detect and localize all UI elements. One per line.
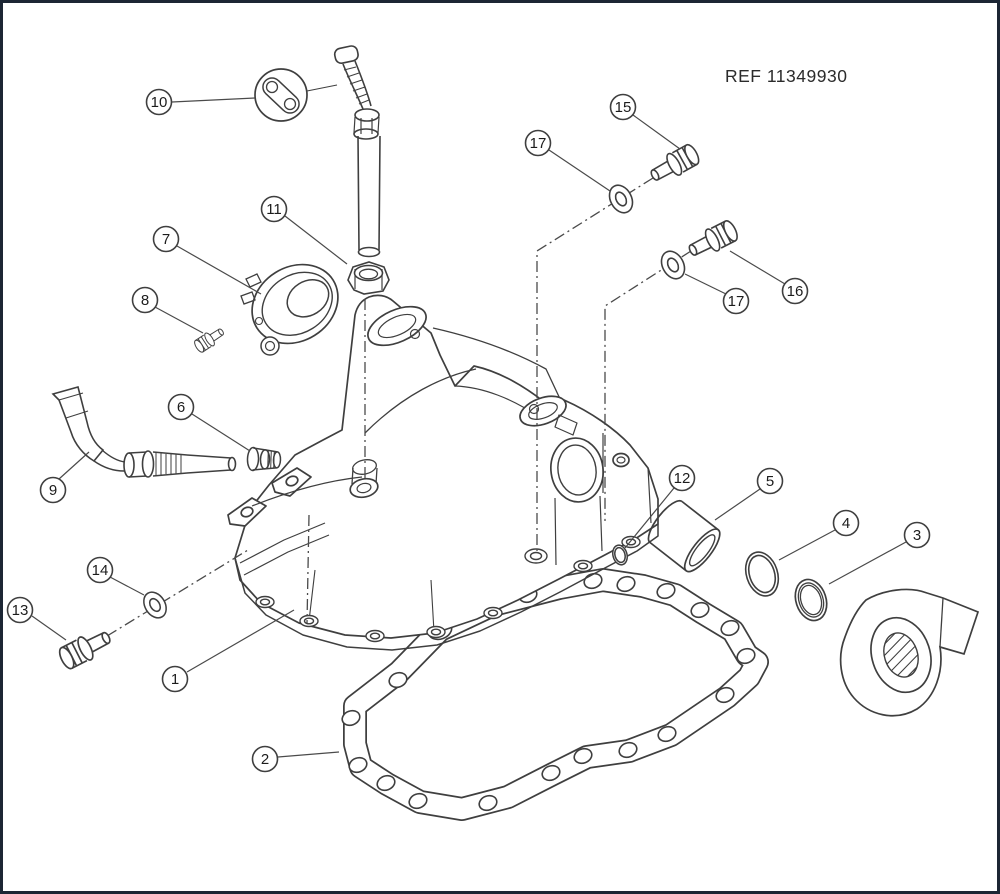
threaded-plug (246, 446, 282, 472)
bolt-15 (645, 140, 703, 188)
callout-circle[interactable] (722, 287, 750, 315)
dipstick-tube (333, 45, 381, 258)
flange-bolt-axis (306, 514, 310, 624)
callout-number: 11 (266, 201, 282, 218)
callout-number: 15 (615, 99, 632, 116)
callout-circle[interactable] (145, 88, 173, 116)
leader-line (171, 97, 256, 103)
callout-number: 4 (842, 515, 850, 532)
callout-number: 10 (151, 94, 168, 111)
leader-line (548, 149, 611, 192)
bolt13-axis (106, 549, 249, 637)
leader-line (684, 273, 727, 295)
callout-number: 14 (92, 562, 109, 579)
callout-13[interactable]: 13 (6, 596, 67, 641)
oil-pan-body (227, 294, 659, 651)
callout-7[interactable]: 7 (152, 225, 262, 295)
callout-circle[interactable] (609, 93, 637, 121)
callout-number: 1 (171, 671, 179, 688)
ref-number: REF 11349930 (725, 66, 847, 86)
leader-line (191, 413, 251, 452)
callout-number: 3 (913, 527, 921, 544)
callout-number: 8 (141, 292, 149, 309)
callout-3[interactable]: 3 (828, 521, 931, 585)
leader-line (828, 541, 907, 585)
callout-number: 6 (177, 399, 185, 416)
callout-circle[interactable] (832, 509, 860, 537)
leader-line (176, 245, 262, 295)
washer-17a (604, 180, 638, 218)
tube-nut (347, 261, 390, 295)
callout-circle[interactable] (39, 476, 67, 504)
leader-line (624, 487, 675, 549)
leader-line (109, 576, 145, 596)
callout-number: 17 (530, 135, 547, 152)
leader-line (277, 751, 340, 758)
leader-line (31, 615, 67, 641)
leader-line (284, 215, 348, 265)
callout-number: 5 (766, 473, 774, 490)
callout-12[interactable]: 12 (624, 464, 696, 549)
callout-number: 13 (12, 602, 29, 619)
mating-housing (839, 588, 980, 717)
leader-line (729, 250, 786, 285)
spacer-sleeve (647, 499, 721, 573)
callout-circle[interactable] (756, 467, 784, 495)
o-ring-small (612, 544, 628, 566)
callout-circle[interactable] (251, 745, 279, 773)
leader-line (186, 609, 295, 673)
callout-9[interactable]: 9 (39, 451, 90, 504)
o-ring-large (744, 551, 780, 597)
washer-17b (656, 246, 690, 284)
callout-circle[interactable] (86, 556, 114, 584)
callout-16[interactable]: 16 (729, 250, 809, 305)
callout-number: 12 (674, 470, 691, 487)
callout-4[interactable]: 4 (778, 509, 860, 561)
callout-circle[interactable] (903, 521, 931, 549)
callout-14[interactable]: 14 (86, 556, 145, 596)
callout-number: 2 (261, 751, 269, 768)
washer-14 (138, 587, 172, 623)
leader-line (58, 451, 90, 480)
callout-circle[interactable] (6, 596, 34, 624)
baffle-bracket (240, 263, 339, 356)
callout-circle[interactable] (260, 195, 288, 223)
leader-line (154, 306, 204, 334)
callout-circle[interactable] (167, 393, 195, 421)
callout-circle[interactable] (781, 277, 809, 305)
callout-number: 17 (728, 293, 745, 310)
callout-17[interactable]: 17 (524, 129, 611, 192)
callout-8[interactable]: 8 (131, 286, 204, 334)
callout-number: 16 (787, 283, 804, 300)
tube-grommet (254, 68, 338, 122)
leader-line (714, 488, 761, 521)
callout-circle[interactable] (131, 286, 159, 314)
seal-ring (794, 578, 828, 622)
callout-17-b[interactable]: 17 (684, 273, 750, 315)
leader-line (632, 114, 681, 150)
callout-circle[interactable] (668, 464, 696, 492)
callout-2[interactable]: 2 (251, 745, 340, 773)
callout-number: 7 (162, 231, 170, 248)
leader-line (778, 529, 836, 561)
callout-1[interactable]: 1 (161, 609, 295, 693)
pan-silhouette (234, 294, 659, 639)
callout-11[interactable]: 11 (260, 195, 348, 265)
oil-level-sensor (51, 386, 237, 478)
callout-number: 9 (49, 482, 57, 499)
callout-circle[interactable] (161, 665, 189, 693)
bolt-16 (684, 217, 742, 263)
callout-10[interactable]: 10 (145, 88, 256, 116)
callout-circle[interactable] (152, 225, 180, 253)
bolt-8 (192, 324, 228, 355)
callout-5[interactable]: 5 (714, 467, 784, 521)
callout-6[interactable]: 6 (167, 393, 251, 452)
callout-15[interactable]: 15 (609, 93, 681, 150)
callout-circle[interactable] (524, 129, 552, 157)
bolt-13 (55, 624, 116, 673)
